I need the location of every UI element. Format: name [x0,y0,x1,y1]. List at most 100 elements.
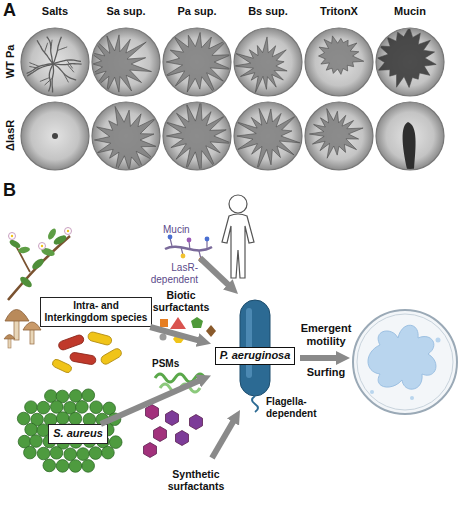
plant-flower [39,243,46,250]
swarm-pattern [234,37,287,93]
column-header: Sa sup. [91,5,161,18]
swarm-tendril [58,47,68,50]
surfactant-molecule [154,427,167,442]
plant-flower [9,233,16,240]
plant-leaf [46,227,57,240]
swarm-colony [164,32,231,96]
mushroom-stem [8,338,11,348]
staph-coccus [102,446,115,459]
input-arrow [101,380,200,424]
staph-coccus [56,460,69,473]
human-body [222,214,254,278]
staph-coccus [76,401,89,414]
column-header: Mucin [375,5,445,18]
staph-coccus [69,460,82,473]
staph-coccus [109,436,122,449]
column-header: Bs sup. [233,5,303,18]
swarm-pattern [27,37,82,93]
petri-dish [353,310,457,414]
petri-dish [92,102,160,175]
swarm-pattern [88,35,151,93]
petri-dish [234,28,302,96]
plant-flower [11,235,13,237]
surfactant-shape [160,334,167,341]
petri-dish [305,102,373,170]
bacterium-rod [69,352,96,365]
swarm-colony [165,100,233,174]
staph-coccus [82,460,95,473]
plant-leaf [8,238,21,249]
output-label: Emergent motility [296,322,356,347]
synthetic-surfactant-molecules [144,405,203,458]
swarm-tendril [51,40,53,50]
petri-dish [305,28,373,96]
surfactant-molecule [146,405,159,420]
staph-coccus [64,448,77,461]
swarm-pattern [319,36,364,74]
bacterium-rod [87,331,113,346]
swarm-tendril [29,63,39,67]
swarm-colony [403,122,416,169]
psm-peptide [155,374,205,382]
molecule-label: Mucin [163,224,203,236]
colony-droplet [370,390,374,394]
staph-coccus [77,448,90,461]
staph-coccus [50,446,63,459]
swarm-pattern [164,32,231,96]
surfactant-molecule [166,411,179,426]
row-label: ΔlasR [4,100,17,170]
psm-peptide [160,384,200,392]
petri-dish-rim [357,314,453,410]
plant-flower [67,230,69,232]
swarm-tendril [64,73,69,82]
swarm-tendril [53,37,61,64]
mushroom-cap [23,322,41,330]
plant-leaf [30,257,45,271]
staph-coccus [69,390,82,403]
surfactant-shape [170,317,186,329]
surfactant-molecule [190,415,203,430]
swarm-pattern [236,108,300,171]
bacterium-rod [99,347,123,366]
bacterium-flagellum [252,396,258,412]
surfactant-shape [173,335,184,343]
swarm-tendril [44,43,47,53]
swarm-colony [88,35,151,93]
petri-dish [234,102,302,172]
input-arrow [150,327,199,341]
output-arrow [300,355,338,361]
plant-flower [65,228,72,235]
petri-dish [376,27,444,96]
node-text: S. aureus [53,427,103,440]
dish-agar [234,28,302,96]
colony-droplet [436,338,441,343]
dish-agar [305,28,373,96]
input-label: PSMs [152,358,192,370]
staph-cluster [17,389,122,472]
dish-agar [305,102,373,170]
swarm-pattern [52,133,58,139]
swarm-tendril [27,64,53,76]
mushroom-cap [4,335,15,340]
swarm-tendril [47,37,53,64]
node-text: Intra- and Interkingdom species [43,300,149,324]
mucin-sugar [168,235,173,240]
human-head [229,195,247,213]
panel-letter: A [3,0,23,21]
staph-coccus [89,447,102,460]
dish-agar [376,28,444,96]
column-header: Pa sup. [162,5,232,18]
bacterium-rod [57,334,85,351]
mushroom-cap [5,310,29,322]
swarm-colony [234,37,287,93]
source-box: Intra- and Interkingdom species [40,297,152,327]
plant-leaf [18,275,33,289]
swarm-tendril [53,64,76,80]
petri-dish [88,28,160,96]
dish-agar [376,102,444,170]
staph-coccus [90,401,103,414]
staph-coccus [82,389,95,402]
node-text: P. aeruginosa [215,347,296,364]
organism-box: S. aureus [48,424,108,444]
